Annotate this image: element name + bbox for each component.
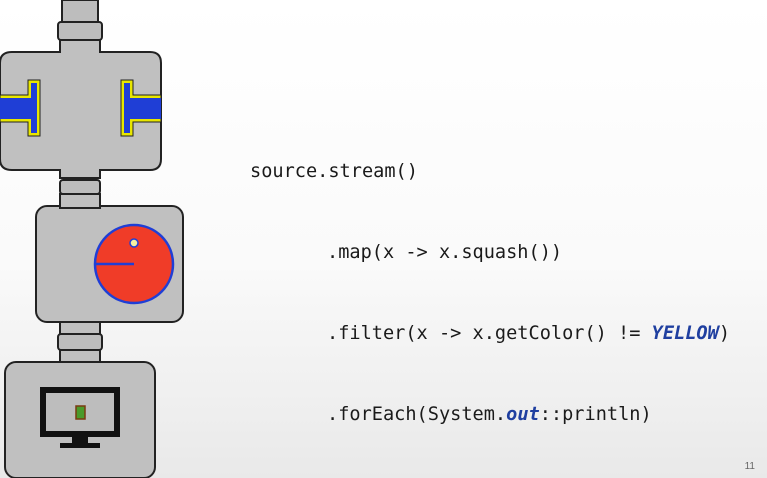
connector-2 [57, 321, 103, 351]
left-piston [0, 83, 37, 133]
code-line-2: .map(x -> x.squash()) [327, 242, 563, 263]
top-pipe [57, 0, 103, 41]
stream-pipeline-diagram [0, 0, 184, 478]
code-line-3: .filter(x -> x.getColor() != YELLOW) [327, 323, 731, 344]
connector-1 [59, 179, 101, 195]
right-piston [124, 83, 161, 133]
yellow-keyword: YELLOW [651, 323, 719, 344]
slide-number: 11 [744, 461, 755, 472]
filter-machine [35, 193, 184, 323]
out-keyword: out [506, 404, 540, 425]
squashed-ball-icon [93, 223, 175, 305]
code-block: source.stream() .map(x -> x.squash()) .f… [250, 104, 730, 455]
output-machine [4, 349, 156, 478]
code-line-1: source.stream() [250, 161, 418, 182]
code-line-4: .forEach(System.out::println) [327, 404, 652, 425]
press-machine [0, 39, 162, 179]
monitor-icon [40, 387, 120, 448]
